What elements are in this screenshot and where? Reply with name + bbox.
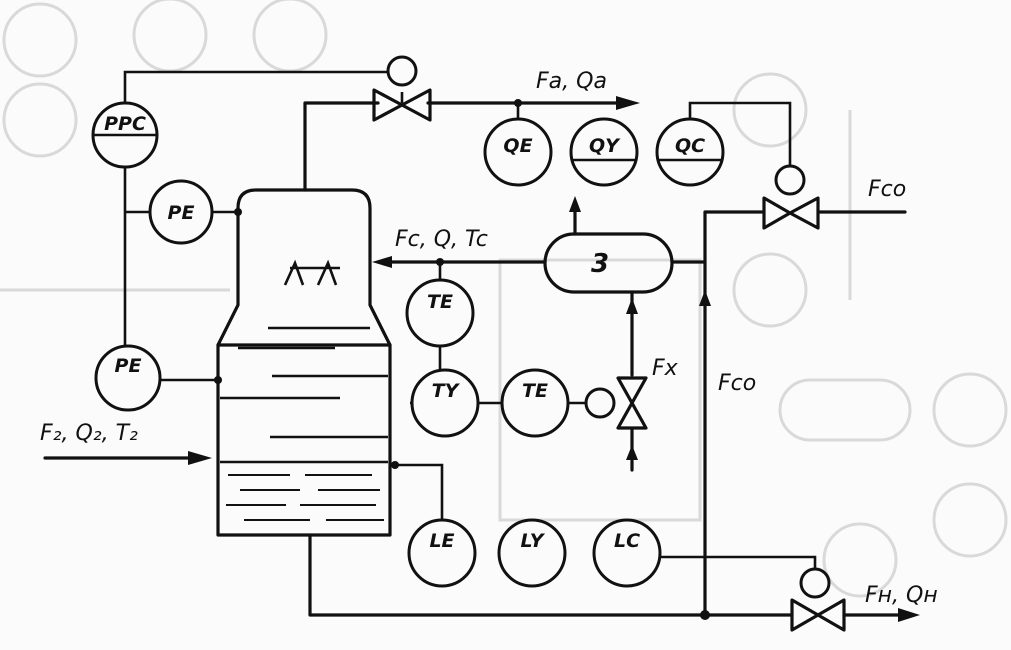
instrument-ly[interactable]: LY: [497, 518, 567, 588]
instrument-label: LE: [429, 530, 454, 552]
reflux-arrow: [372, 256, 392, 268]
feed-arrow: [188, 451, 212, 465]
fx-stream-label: Fx: [652, 356, 679, 381]
bottoms-control-valve[interactable]: [790, 567, 846, 632]
liquid-hatching: [226, 474, 384, 521]
valve-body-icon: [790, 598, 846, 632]
feed-stream-label: F₂, Q₂, T₂: [40, 421, 138, 446]
coolant-line-label: Fco: [718, 371, 756, 396]
overhead-stream-label: Fa, Qa: [536, 69, 607, 94]
exchanger-vent-arrow: [569, 196, 581, 212]
distillation-column: [216, 188, 392, 537]
overhead-arrow: [616, 96, 640, 110]
reflux-stream-label: Fc, Q, Tc: [395, 227, 488, 252]
background-ghost-shapes: [0, 0, 1008, 598]
instrument-te-mid[interactable]: TE: [500, 368, 570, 438]
bottoms-stream-label: Fн, Qн: [865, 583, 938, 608]
heat-exchanger[interactable]: 3: [543, 232, 674, 294]
arrowheads: [188, 96, 920, 622]
reflux-distributor: [283, 259, 340, 286]
valve-actuator-icon: [386, 55, 418, 87]
instrument-label: TE: [522, 380, 548, 402]
instrument-label: LY: [521, 530, 546, 552]
top-control-valve[interactable]: [372, 55, 432, 122]
valve-body-icon: [372, 88, 432, 122]
coolant-control-valve[interactable]: [762, 164, 820, 230]
fx-input-arrow-lower: [626, 445, 638, 460]
instrument-label: TE: [427, 291, 453, 313]
instrument-pe-top[interactable]: PE: [148, 179, 214, 245]
instrument-qe[interactable]: QE: [483, 117, 553, 187]
valve-body-icon: [762, 196, 820, 230]
instrument-label: PE: [115, 355, 142, 377]
coolant-in-label: Fco: [868, 177, 906, 202]
fx-flow-arrow: [626, 298, 638, 314]
valve-actuator-icon: [584, 387, 616, 419]
instrument-label: PE: [168, 202, 195, 224]
instrument-te-top[interactable]: TE: [405, 278, 475, 348]
instrument-lc[interactable]: LC: [592, 518, 662, 588]
instrument-ppc[interactable]: PPC: [91, 101, 159, 169]
instrument-label: LC: [614, 530, 640, 552]
instrument-label: PPC: [104, 113, 146, 135]
valve-actuator-icon: [799, 567, 831, 599]
bottoms-arrow: [898, 608, 920, 622]
valve-actuator-icon: [774, 164, 806, 196]
instrument-qy[interactable]: QY: [569, 117, 639, 187]
instrument-pe-bottom[interactable]: PE: [94, 344, 162, 412]
instrument-label: TY: [432, 380, 461, 402]
junction-dots: [214, 99, 710, 620]
instrument-label: QC: [675, 135, 705, 157]
exchanger-label: 3: [591, 249, 609, 279]
fx-control-valve[interactable]: [584, 376, 648, 430]
instrument-qc[interactable]: QC: [655, 117, 725, 187]
piping: [43, 70, 907, 617]
fco-up-arrow: [699, 290, 711, 306]
valve-body-icon: [616, 376, 648, 430]
instrument-label: QY: [589, 135, 621, 157]
instrument-label: QE: [503, 135, 532, 157]
instrument-le[interactable]: LE: [407, 518, 477, 588]
instrument-ty[interactable]: TY: [410, 368, 480, 438]
